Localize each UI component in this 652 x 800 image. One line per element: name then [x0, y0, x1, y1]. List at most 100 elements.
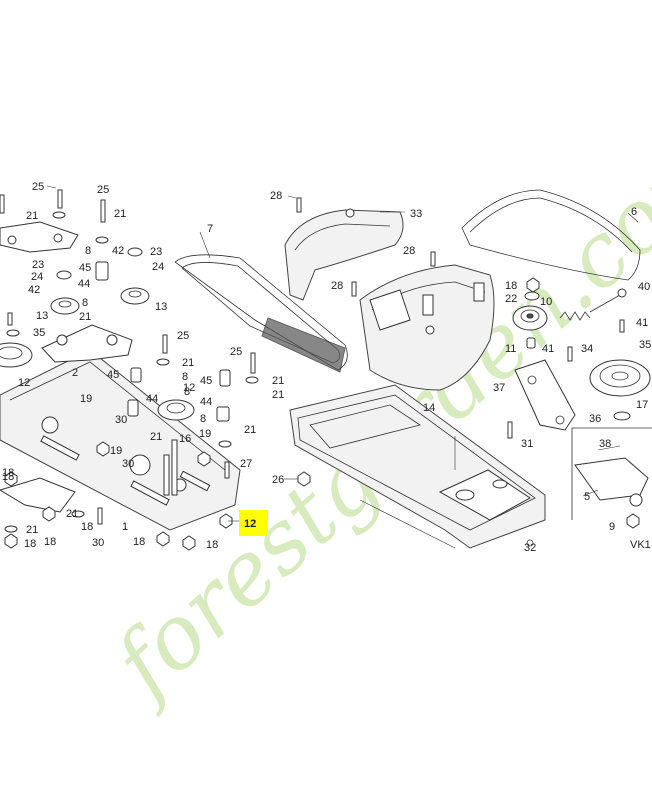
callout-label: 16: [179, 433, 191, 445]
callout-label: 18: [505, 280, 517, 292]
callout-label: 8: [182, 371, 188, 383]
pulley-13-a: [50, 297, 80, 315]
callout-label: 28: [270, 190, 282, 202]
callout-label: 18: [2, 467, 14, 479]
callout-label: 32: [524, 542, 536, 554]
callout-label: 10: [540, 296, 552, 308]
callout-label: 12: [183, 382, 195, 394]
callout-label: 2: [72, 367, 78, 379]
callout-label: 44: [78, 278, 90, 290]
callout-label: 14: [423, 402, 435, 414]
callout-label: 18: [133, 536, 145, 548]
callout-label: 45: [79, 262, 91, 274]
callout-label: 33: [410, 208, 422, 220]
callout-label: 17: [636, 399, 648, 411]
callout-label: 18: [206, 539, 218, 551]
callout-label: 25: [177, 330, 189, 342]
callout-label: 21: [272, 375, 284, 387]
bracket-5: [574, 457, 649, 507]
callout-label: 13: [155, 301, 167, 313]
plate-lower-left: [0, 477, 76, 513]
callout-label: 18: [81, 521, 93, 533]
callout-label: 21: [66, 508, 78, 520]
pulley-13-b: [120, 287, 150, 305]
tension-arm-37: [514, 359, 576, 431]
callout-label: 12: [18, 377, 30, 389]
callout-label: 25: [230, 346, 242, 358]
callout-label: 5: [584, 491, 590, 503]
callout-label: 41: [542, 343, 554, 355]
small-parts: [0, 189, 640, 551]
callout-label: 11: [505, 343, 516, 355]
callout-label: 19: [80, 393, 92, 405]
callout-label: 21: [272, 389, 284, 401]
callout-label: 25: [97, 184, 109, 196]
bracket-2: [41, 324, 133, 363]
callout-label: 12: [244, 518, 256, 530]
idler-pulley-10: [512, 305, 548, 331]
callout-label: 18: [2, 471, 14, 483]
diagram-code: VK1: [630, 539, 651, 551]
callout-label: 21: [150, 431, 162, 443]
callout-label: 37: [493, 382, 505, 394]
callout-label: 19: [110, 445, 122, 457]
callout-label: 23: [150, 246, 162, 258]
callout-label: 44: [146, 393, 158, 405]
callout-label: 42: [112, 245, 124, 257]
highlight-box-20: [239, 510, 268, 536]
callout-label: 8: [184, 386, 190, 398]
callout-label: 28: [403, 245, 415, 257]
spring-40: [559, 288, 627, 321]
callout-label: 40: [638, 281, 650, 293]
callout-label: 31: [521, 438, 533, 450]
callout-label: 1: [122, 521, 128, 533]
callout-label: 19: [199, 428, 211, 440]
callout-label: 24: [31, 271, 43, 283]
pulley-12-mid: [157, 399, 195, 421]
callout-label: 18: [44, 536, 56, 548]
callout-label: 36: [589, 413, 601, 425]
callout-label: 21: [182, 357, 194, 369]
callout-label: 28: [331, 280, 343, 292]
callout-label: 23: [32, 259, 44, 271]
callout-label: 30: [122, 458, 134, 470]
callout-label: 34: [581, 343, 593, 355]
callout-label: 22: [505, 293, 517, 305]
callout-label: 35: [639, 339, 651, 351]
callout-label: 35: [33, 327, 45, 339]
callout-label: 21: [26, 524, 38, 536]
callout-label: 45: [107, 369, 119, 381]
callout-label: 21: [114, 208, 126, 220]
callout-label: 25: [32, 181, 44, 193]
pulley-12-left: [0, 342, 33, 368]
callout-label: 42: [28, 284, 40, 296]
base-plate-1: [0, 349, 241, 531]
v-belt-6: [461, 189, 641, 281]
callout-label: 24: [152, 261, 164, 273]
bracket-top-left: [0, 221, 79, 253]
callout-label: 21: [244, 424, 256, 436]
callout-labels: 25 25 21 21 8 42 23 45 24 23 24 42 44 8 …: [2, 181, 651, 554]
callout-label: 21: [26, 210, 38, 222]
callout-label: 6: [631, 206, 637, 218]
callout-label: 26: [272, 474, 284, 486]
upper-cover-14: [359, 264, 495, 391]
pulley-35: [589, 359, 651, 397]
lower-housing-32: [289, 384, 546, 549]
cover-33: [284, 208, 404, 301]
callout-label: 8: [200, 413, 206, 425]
callout-label: 8: [82, 297, 88, 309]
callout-label: 30: [92, 537, 104, 549]
callout-label: 7: [207, 223, 213, 235]
toothed-belt-7: [174, 254, 348, 373]
leader-lines: [46, 185, 639, 522]
inset-frame: [571, 427, 652, 520]
callout-label: 41: [636, 317, 648, 329]
callout-label: 38: [599, 438, 611, 450]
callout-label: 30: [115, 414, 127, 426]
callout-label: 9: [609, 521, 615, 533]
callout-label: 18: [24, 538, 36, 550]
callout-label: 8: [85, 245, 91, 257]
callout-label: 45: [200, 375, 212, 387]
